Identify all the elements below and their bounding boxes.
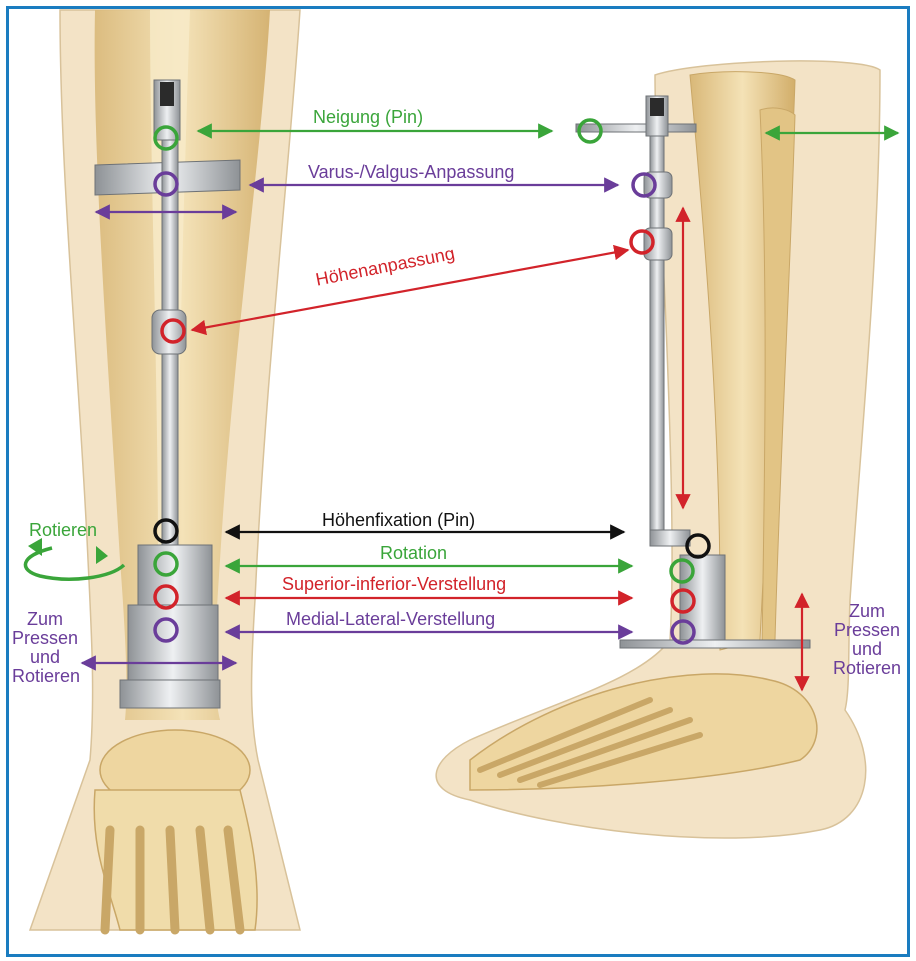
label-right-press-3: und bbox=[824, 640, 910, 659]
label-left-press-4: Rotieren bbox=[12, 667, 78, 686]
label-left-press-1: Zum bbox=[12, 610, 78, 629]
label-right-press-group: Zum Pressen und Rotieren bbox=[824, 602, 910, 678]
label-rotieren: Rotieren bbox=[29, 520, 97, 540]
label-medial: Medial-Lateral-Verstellung bbox=[286, 609, 495, 629]
label-superior: Superior-inferior-Verstellung bbox=[282, 574, 506, 594]
label-rotation: Rotation bbox=[380, 543, 447, 563]
label-left-press-2: Pressen bbox=[12, 629, 78, 648]
label-right-press-2: Pressen bbox=[824, 621, 910, 640]
label-hoehenfixation: Höhenfixation (Pin) bbox=[322, 510, 475, 530]
label-right-press-4: Rotieren bbox=[824, 659, 910, 678]
label-right-press-1: Zum bbox=[824, 602, 910, 621]
label-left-press-group: Zum Pressen und Rotieren bbox=[12, 610, 78, 686]
label-varus: Varus-/Valgus-Anpassung bbox=[308, 162, 514, 182]
label-neigung: Neigung (Pin) bbox=[313, 107, 423, 127]
label-left-press-3: und bbox=[12, 648, 78, 667]
